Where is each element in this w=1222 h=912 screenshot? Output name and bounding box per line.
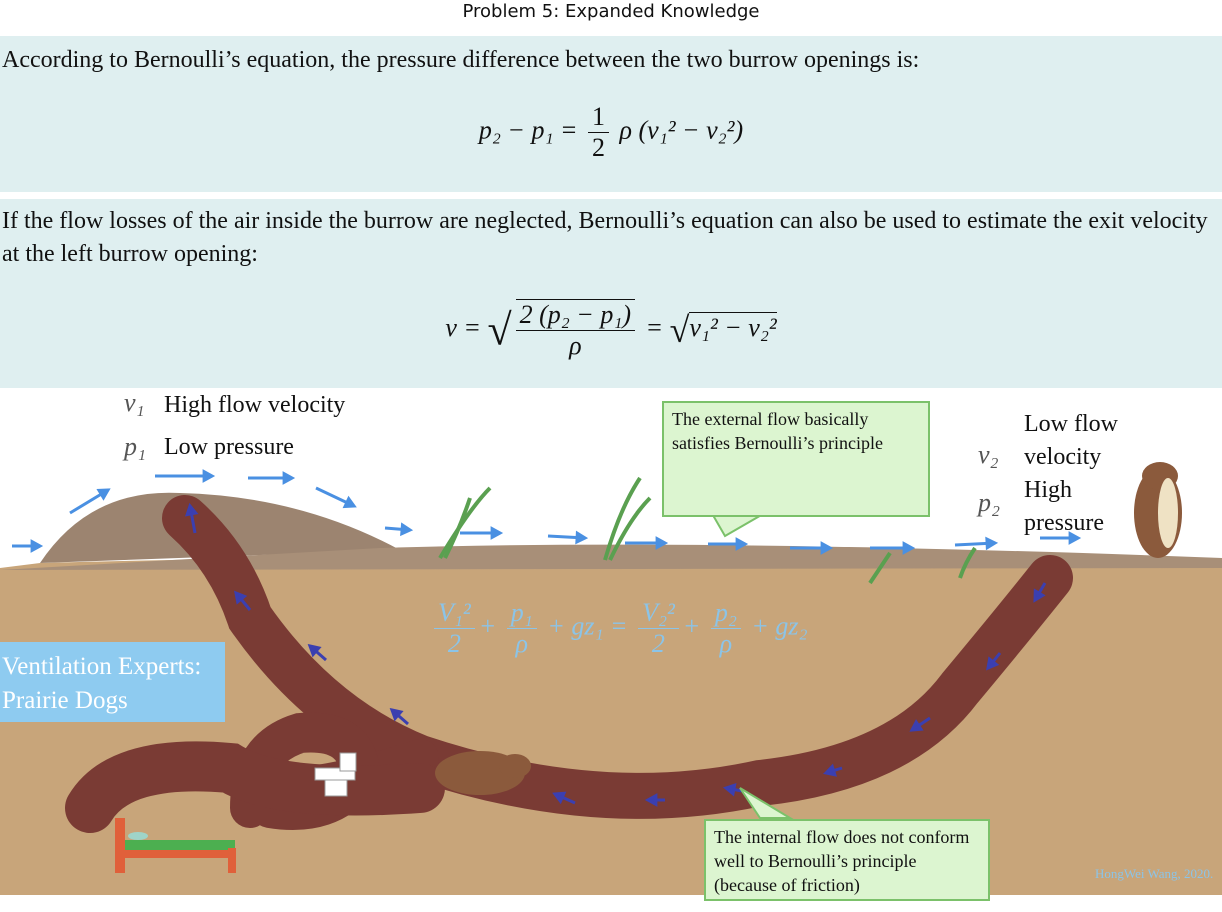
exit-velocity-panel: If the flow losses of the air inside the…	[0, 199, 1222, 388]
eq2-rhs: v₁² − v₂²	[689, 311, 777, 342]
arrow-head	[282, 471, 296, 485]
eq1-lhs: p₂ − p₁ =	[478, 115, 578, 145]
external-flow-arrows	[12, 469, 1082, 555]
arrow-head	[30, 539, 44, 553]
p2-label: High pressure	[1024, 477, 1104, 536]
bern-gz1: + gz₁ =	[547, 611, 628, 641]
eq2-lhs: v =	[445, 312, 481, 342]
bernoulli-pressure-panel: According to Bernoulli’s equation, the p…	[0, 36, 1222, 192]
eq1-rhs: ρ (v₁² − v₂²)	[619, 115, 744, 145]
bern-p2: p₂	[710, 598, 741, 629]
prairie-dog-standing-icon	[1134, 462, 1182, 558]
v1-symbol: v₁	[124, 388, 145, 417]
v2-label: Low flow velocity	[1024, 411, 1118, 470]
arrow-head	[400, 522, 414, 537]
arrow-head	[202, 469, 216, 483]
eq2-den: ρ	[569, 331, 582, 360]
bern-2a: 2	[447, 629, 461, 658]
internal-callout-tail	[739, 787, 794, 819]
arrow-head	[986, 656, 1000, 671]
vent-label-line2: Prairie Dogs	[2, 687, 128, 714]
toilet-icon	[314, 752, 357, 797]
arrow-head	[655, 536, 669, 550]
exit-velocity-text: If the flow losses of the air inside the…	[2, 208, 1208, 267]
eq2-num: 2 (p₂ − p₁)	[515, 300, 636, 331]
bern-rho-b: ρ	[719, 629, 733, 658]
bern-v2: V₂²	[638, 598, 679, 629]
arrow-head	[184, 502, 199, 517]
arrow-head	[820, 541, 834, 555]
exit-velocity-equation: v = √2 (p₂ − p₁)ρ = √v₁² − v₂²	[445, 299, 777, 360]
arrow-head	[985, 536, 999, 551]
bern-rho-a: ρ	[515, 629, 529, 658]
watermark: HongWei Wang, 2020.	[1095, 866, 1214, 881]
arrow-head	[307, 643, 322, 658]
arrow-head	[96, 488, 111, 501]
arrow-head	[823, 763, 838, 777]
bern-gz2: + gz₂	[751, 611, 808, 641]
p1-symbol: p₁	[124, 432, 147, 461]
intro-text: According to Bernoulli’s equation, the p…	[2, 47, 920, 73]
bed-icon	[115, 818, 236, 873]
bern-2b: 2	[651, 629, 665, 658]
arrow-head	[909, 719, 924, 732]
arrow-head	[722, 783, 737, 797]
arrow-head	[644, 793, 658, 807]
eq2-mid: =	[645, 312, 664, 342]
grass	[438, 476, 977, 585]
arrow-head	[552, 791, 567, 805]
prairie-dog-burrow-illustration	[0, 388, 1222, 900]
page-title: Problem 5: Expanded Knowledge	[462, 1, 760, 22]
arrow-head	[342, 495, 357, 509]
internal-flow-callout: The internal flow does not conform well …	[704, 819, 990, 901]
prairie-dog-in-burrow-icon	[435, 751, 531, 795]
arrow-head	[234, 590, 248, 605]
arrow-head	[1068, 531, 1082, 545]
v2-symbol: v₂	[978, 440, 999, 469]
vent-label-line1: Ventilation Experts:	[2, 653, 202, 680]
eq1-num: 1	[588, 102, 610, 133]
arrow-head	[490, 526, 504, 540]
eq1-den: 2	[592, 133, 606, 162]
ventilation-experts-label: Ventilation Experts: Prairie Dogs	[0, 642, 225, 722]
external-flow-callout: The external flow basically satisfies Be…	[662, 401, 930, 517]
arrow-head	[902, 541, 916, 555]
bern-v1: V₁²	[434, 598, 475, 629]
arrow-head	[575, 530, 589, 545]
v1-label: High flow velocity	[164, 392, 346, 418]
arrow-head	[1033, 588, 1046, 603]
bern-p1: p₁	[506, 598, 537, 629]
p1-label: Low pressure	[164, 434, 294, 460]
arrow-head	[389, 707, 404, 722]
arrow-head	[735, 537, 749, 551]
p2-symbol: p₂	[978, 488, 1001, 517]
internal-flow-arrows	[184, 502, 1047, 807]
